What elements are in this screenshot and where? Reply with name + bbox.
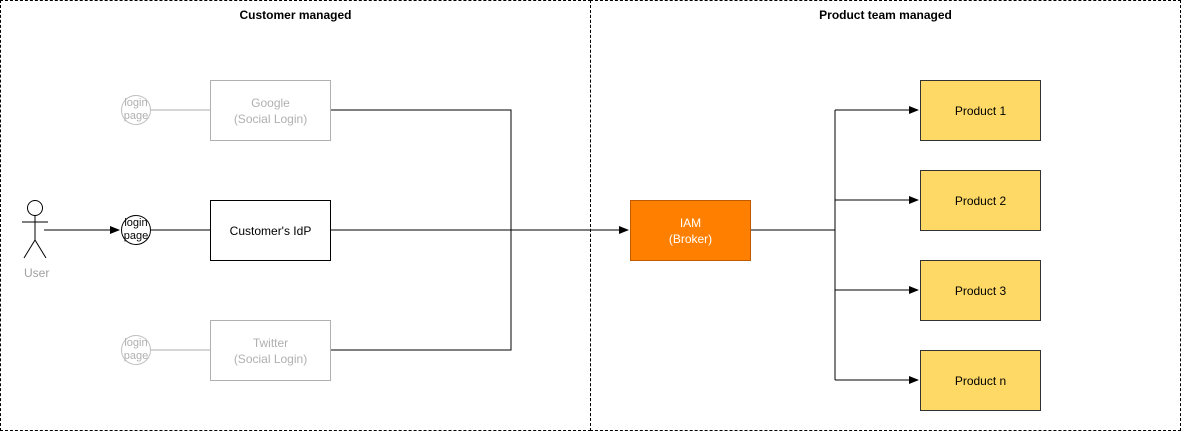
product-team-title: Product team managed xyxy=(819,8,952,22)
product-n-box[interactable]: Product n xyxy=(920,350,1041,411)
twitter-login-page[interactable]: login page xyxy=(121,335,151,365)
google-login-page[interactable]: login page xyxy=(121,95,151,125)
product-3-box[interactable]: Product 3 xyxy=(920,260,1041,321)
twitter-to-broker-connector xyxy=(330,230,512,351)
customer-managed-title: Customer managed xyxy=(239,8,352,22)
google-to-broker-connector xyxy=(330,109,512,230)
user-label: User xyxy=(24,266,50,280)
product-2-box[interactable]: Product 2 xyxy=(920,170,1041,231)
user-actor-icon xyxy=(22,200,48,259)
customer-idp-box[interactable]: Customer's IdP xyxy=(210,200,331,261)
twitter-idp-box[interactable]: Twitter (Social Login) xyxy=(210,320,331,381)
google-idp-box[interactable]: Google (Social Login) xyxy=(210,80,331,141)
iam-broker-box[interactable]: IAM (Broker) xyxy=(630,200,751,261)
product-1-box[interactable]: Product 1 xyxy=(920,80,1041,141)
customer-login-page[interactable]: login page xyxy=(121,215,151,245)
